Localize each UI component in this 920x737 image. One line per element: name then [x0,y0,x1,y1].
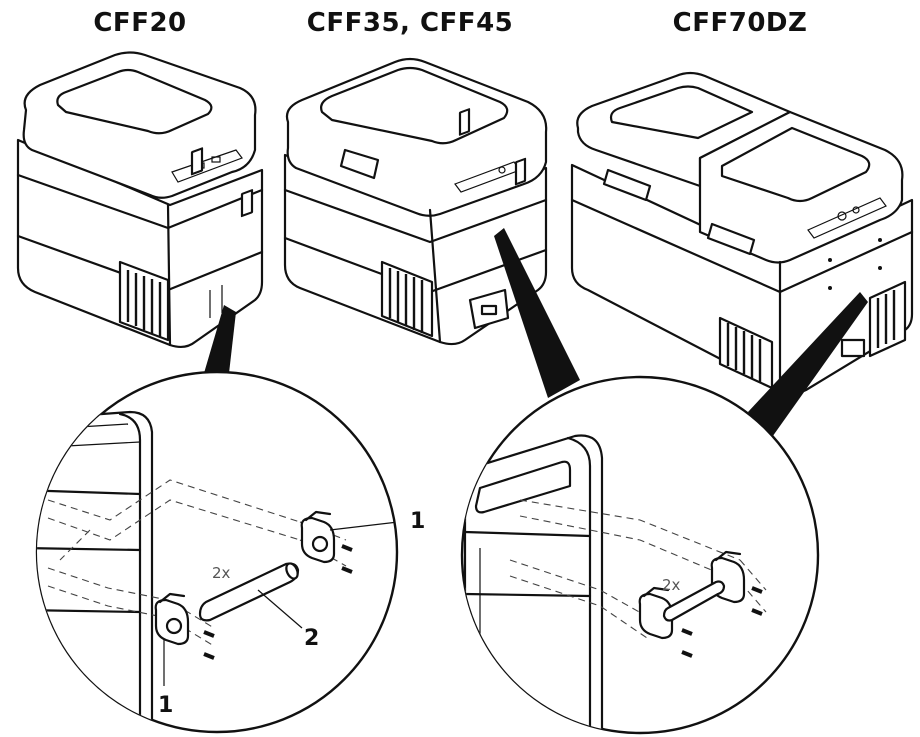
screw [203,630,215,638]
callout-quantity-right: 2x [662,576,681,594]
zoom-beam-middle [494,228,580,398]
vent-grill [718,280,907,390]
mounting-bracket [154,592,190,646]
cooler-cff35-cff45 [283,57,548,346]
cooler-cff70dz [570,71,914,395]
screw [341,544,353,552]
callout-part-1-top: 1 [410,509,425,534]
cooler-cff20 [16,51,264,349]
callout-part-2: 2 [304,626,319,651]
screw [203,652,215,660]
model-title-cff20: CFF20 [93,8,187,38]
vent-grill [118,260,170,342]
callout-part-1-bottom: 1 [158,693,173,718]
screw [341,566,353,574]
model-title-cff35-cff45: CFF35, CFF45 [306,8,514,38]
screw [751,608,763,616]
detail-circle-right: 2x [460,375,820,735]
handle-rod [198,562,300,622]
mounting-bracket [300,510,336,564]
screw [751,586,763,594]
callout-quantity-left: 2x [212,564,231,582]
screw [681,628,693,636]
zoom-beam-right [748,292,868,440]
model-title-cff70dz: CFF70DZ [672,8,808,38]
handle-rod [662,580,726,622]
screw [681,650,693,658]
vent-grill [380,260,434,338]
zoom-beam-left [202,305,236,382]
mounting-bracket [638,586,674,640]
detail-circle-left: 1 1 2 2x [35,370,425,734]
